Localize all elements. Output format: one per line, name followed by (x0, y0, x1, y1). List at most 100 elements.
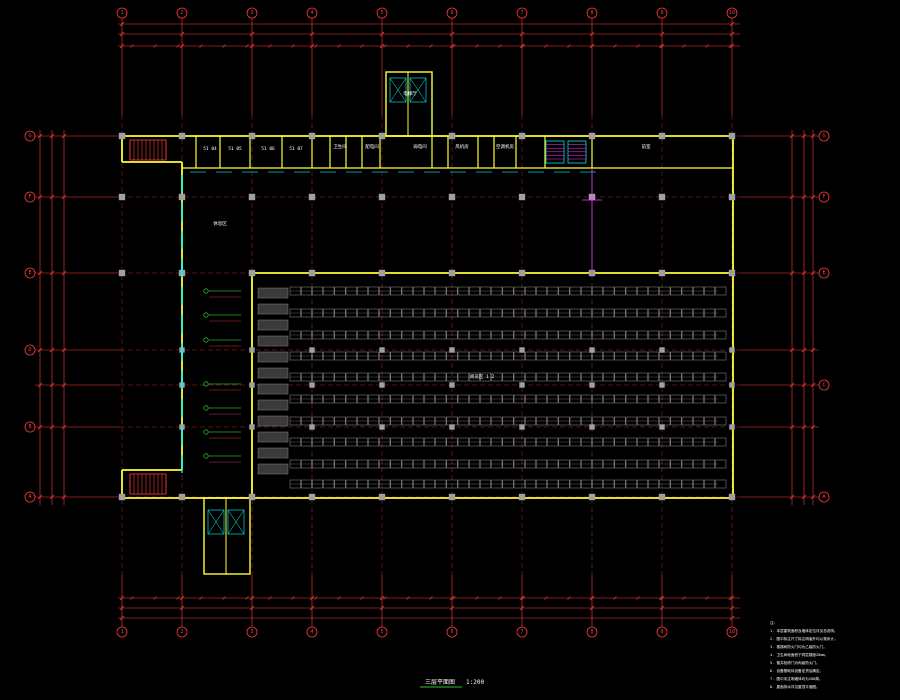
column (248, 269, 256, 277)
note-line: 2. 图中标注尺寸除注明者外均以毫米计。 (770, 636, 838, 641)
dimension-tick (314, 44, 318, 48)
axis-bubble-bottom-7: 7 (516, 626, 528, 638)
dimension-tick (222, 44, 226, 48)
shelf-block (257, 415, 289, 427)
column (588, 493, 596, 501)
axis-bubble-left-F: F (24, 191, 36, 203)
dimension-tick (245, 44, 249, 48)
column (248, 493, 256, 501)
axis-grid (35, 18, 819, 627)
column (658, 269, 666, 277)
axis-label: 2 (180, 629, 183, 635)
column (308, 132, 316, 140)
room-label: 弱电间 (413, 143, 427, 150)
axis-label: G (822, 133, 825, 139)
shelf-block (257, 303, 289, 315)
axis-bubble-left-D: D (24, 344, 36, 356)
elevator-shaft (227, 509, 245, 535)
dimension-tick (153, 596, 157, 600)
room-label: 前室 (642, 143, 651, 150)
axis-label: 7 (520, 10, 523, 16)
axis-label: 4 (310, 10, 313, 16)
axis-bubble-bottom-5: 5 (376, 626, 388, 638)
column (379, 382, 385, 388)
column (449, 347, 455, 353)
room-label: 电梯厅 (403, 90, 417, 97)
shelf-block (257, 351, 289, 363)
column (518, 193, 526, 201)
axis-bubble-right-E: E (818, 267, 830, 279)
note-line: 6. 设备基础待设备定货后确定。 (770, 668, 823, 673)
column (728, 493, 736, 501)
dimension-tick (636, 44, 640, 48)
column (249, 382, 255, 388)
callout-bubble (203, 453, 209, 459)
elevator-shaft (409, 77, 427, 103)
dimension-tick (429, 44, 433, 48)
axis-bubble-bottom-8: 8 (586, 626, 598, 638)
column (248, 132, 256, 140)
shelf-block (257, 287, 289, 299)
dimension-tick (613, 596, 617, 600)
axis-label: 8 (590, 10, 593, 16)
callout-bubble (203, 405, 209, 411)
dimension-tick (314, 596, 318, 600)
callout-bubble (203, 288, 209, 294)
dimension-tick (705, 596, 709, 600)
dimension-lines (37, 21, 816, 621)
column (179, 494, 185, 500)
column (448, 193, 456, 201)
room-label: 配电间 (365, 143, 379, 150)
dimension-tick (337, 596, 341, 600)
column (309, 424, 315, 430)
column (589, 347, 595, 353)
axis-bubble-bottom-9: 9 (656, 626, 668, 638)
column (248, 193, 256, 201)
column (249, 347, 255, 353)
axis-label: 7 (520, 629, 523, 635)
column (658, 193, 666, 201)
column (309, 382, 315, 388)
column (589, 382, 595, 388)
axis-label: 10 (729, 10, 735, 16)
axis-label: 5 (380, 629, 383, 635)
axis-bubble-top-5: 5 (376, 7, 388, 19)
column (728, 193, 736, 201)
shelf-block (257, 335, 289, 347)
column (728, 132, 736, 140)
dimension-tick (199, 596, 203, 600)
dimension-tick (291, 596, 295, 600)
axis-bubble-right-G: G (818, 130, 830, 142)
elevator-cross (409, 77, 427, 103)
axis-label: E (822, 270, 825, 276)
room-label: 51 04 (203, 146, 217, 152)
dimension-tick (360, 44, 364, 48)
dimension-tick (544, 44, 548, 48)
axis-label: 3 (250, 629, 253, 635)
axis-bubble-bottom-1: 1 (116, 626, 128, 638)
axis-label: 4 (310, 629, 313, 635)
column (658, 132, 666, 140)
elevator-cross (227, 509, 245, 535)
column (658, 493, 666, 501)
axis-label: 2 (180, 10, 183, 16)
annotations (129, 77, 602, 535)
column (118, 493, 126, 501)
axis-bubble-right-F: F (818, 191, 830, 203)
column (378, 193, 386, 201)
axis-bubble-right-A: A (818, 491, 830, 503)
axis-label: A (28, 494, 31, 500)
axis-label: D (28, 347, 31, 353)
axis-bubble-left-B: B (24, 421, 36, 433)
column (378, 132, 386, 140)
dimension-tick (268, 44, 272, 48)
elevator-cross (389, 77, 407, 103)
axis-label: 3 (250, 10, 253, 16)
stair-outline (129, 139, 167, 161)
axis-label: 10 (729, 629, 735, 635)
column (179, 133, 185, 139)
column (519, 347, 525, 353)
axis-bubble-right-C: C (818, 379, 830, 391)
column (118, 269, 126, 277)
column (518, 493, 526, 501)
